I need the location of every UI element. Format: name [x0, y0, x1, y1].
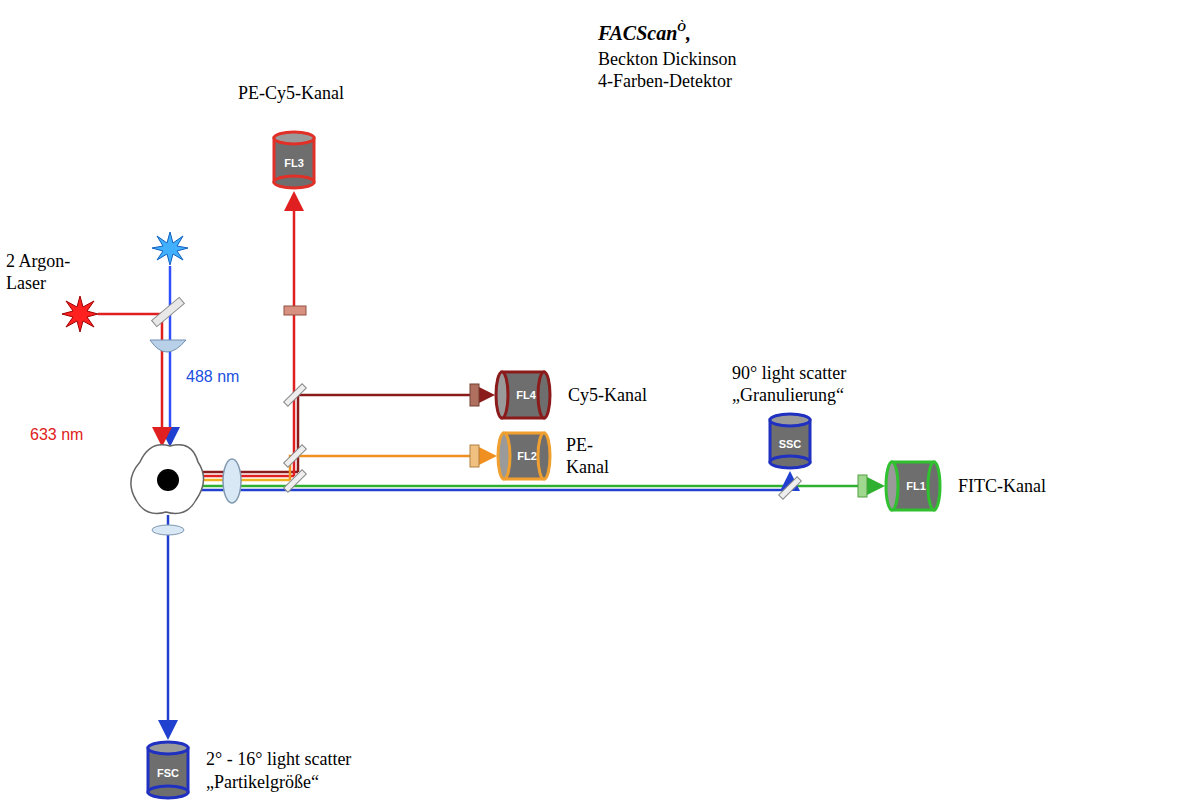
annotation-label: 2° - 16° light scatter	[206, 748, 351, 770]
annotation-label: Cy5-Kanal	[568, 384, 647, 406]
instrument-title: FACScan	[598, 22, 677, 44]
detector-label: FL2	[517, 450, 537, 462]
instrument-title: ,	[686, 22, 691, 44]
detector: FL4	[494, 370, 552, 420]
annotation-label: FITC-Kanal	[958, 475, 1046, 497]
detector-label: FL4	[516, 389, 536, 401]
detector: FL1	[884, 460, 942, 512]
dichroic-mirror	[152, 297, 185, 326]
annotation-label: 633 nm	[30, 424, 83, 446]
annotation-label: „Granulierung“	[732, 384, 844, 406]
annotation-label: PE- Kanal	[566, 434, 622, 478]
annotation-label: 90° light scatter	[732, 362, 846, 384]
annotation-label: 2 Argon- Laser	[6, 250, 86, 294]
detector-label: FL1	[906, 480, 926, 492]
bandpass-filters	[152, 306, 867, 535]
detector-label: FL3	[284, 157, 304, 169]
instrument-title: Ò	[677, 20, 686, 34]
collection-lens	[223, 459, 241, 503]
cell	[131, 445, 204, 514]
annotation-label: „Partikelgröße“	[206, 771, 319, 793]
detector: FL2	[496, 431, 552, 481]
annotation-label: 488 nm	[186, 366, 239, 388]
detector-label: SSC	[779, 438, 802, 450]
annotation-label: PE-Cy5-Kanal	[238, 82, 344, 104]
detector-label: FSC	[157, 767, 179, 779]
title-group: FACScanÒ,	[598, 22, 691, 47]
blue-laser	[152, 232, 188, 265]
detector: FL3	[272, 130, 316, 190]
detector: SSC	[768, 412, 812, 470]
annotation-label: 4-Farben-Detektor	[598, 70, 732, 92]
focus-lens	[150, 340, 186, 352]
annotation-label: Beckton Dickinson	[598, 48, 736, 70]
red-laser	[62, 296, 98, 332]
detector: FSC	[146, 740, 190, 800]
